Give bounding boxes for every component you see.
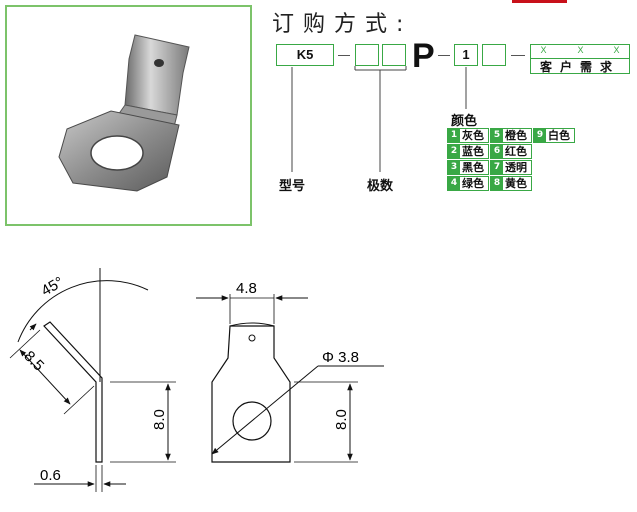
color-code-box: 1 bbox=[454, 44, 478, 66]
poles-label: 极数 bbox=[367, 179, 394, 194]
technical-drawing: 45° 8.5 8.0 0.6 4.8 Φ 3.8 8.0 bbox=[9, 268, 384, 492]
terminal-photo bbox=[58, 34, 190, 192]
leader-lines bbox=[291, 66, 467, 172]
separator-dash bbox=[438, 55, 450, 56]
side-view bbox=[9, 268, 176, 492]
hole-diameter-dimension: Φ 3.8 bbox=[322, 349, 359, 366]
pole-digit-box-1 bbox=[355, 44, 379, 66]
color-title: 颜色 bbox=[451, 114, 478, 129]
order-title: 订购方式: bbox=[272, 12, 413, 37]
angle-dimension: 45° bbox=[38, 274, 66, 300]
red-accent-bar bbox=[512, 0, 567, 3]
customer-requirement-label: 客户需求 bbox=[531, 58, 629, 75]
separator-dash bbox=[511, 55, 525, 56]
x-mark: X bbox=[577, 45, 584, 55]
model-label: 型号 bbox=[279, 179, 306, 194]
p-letter: P bbox=[412, 37, 435, 75]
model-code-box: K5 bbox=[276, 44, 334, 66]
thickness-dimension: 0.6 bbox=[40, 467, 61, 484]
length-dimension: 8.5 bbox=[20, 348, 47, 375]
customer-requirement-box: X X X 客户需求 bbox=[530, 44, 630, 74]
color-extra-box bbox=[482, 44, 506, 66]
pole-digit-box-2 bbox=[382, 44, 406, 66]
product-photo-frame bbox=[5, 5, 252, 226]
tab-width-dimension: 4.8 bbox=[236, 280, 257, 297]
side-height-dimension: 8.0 bbox=[151, 409, 168, 430]
front-view bbox=[196, 294, 384, 463]
separator-dash bbox=[338, 55, 350, 56]
front-height-dimension: 8.0 bbox=[333, 409, 350, 430]
x-mark: X bbox=[540, 45, 547, 55]
x-mark: X bbox=[613, 45, 620, 55]
